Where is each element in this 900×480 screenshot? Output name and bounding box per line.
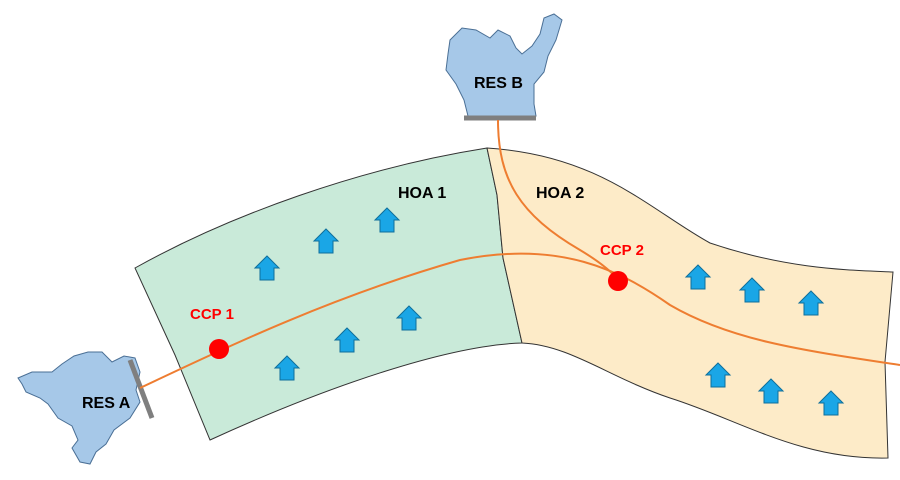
hoa-2-label: HOA 2: [536, 185, 584, 202]
house-icon: [253, 255, 281, 281]
main-pipeline: [139, 252, 900, 389]
houses-layer: [253, 207, 845, 416]
house-icon: [395, 305, 423, 331]
hoa-1-region: [134, 147, 523, 441]
hoa-1-label: HOA 1: [398, 185, 446, 202]
house-icon: [797, 290, 825, 316]
ccp-2-label: CCP 2: [600, 242, 644, 259]
house-icon: [738, 277, 766, 303]
house-icon: [757, 378, 785, 404]
house-icon: [684, 264, 712, 290]
house-icon: [333, 327, 361, 353]
hoa-2-region: [486, 147, 894, 459]
reservoir-a-dam: [127, 359, 155, 419]
house-icon: [273, 355, 301, 381]
house-icon: [817, 390, 845, 416]
ccp-2-dot-icon: [608, 271, 628, 291]
ccp-1-label: CCP 1: [190, 306, 234, 323]
ccp-1-dot-icon: [209, 339, 229, 359]
house-icon: [312, 228, 340, 254]
branch-pipeline: [497, 119, 619, 281]
house-icon: [373, 207, 401, 233]
reservoir-b-label: RES B: [474, 75, 523, 92]
reservoir-a-label: RES A: [82, 395, 131, 412]
reservoir-b: [445, 13, 563, 117]
house-icon: [704, 362, 732, 388]
reservoir-a: [17, 351, 141, 465]
